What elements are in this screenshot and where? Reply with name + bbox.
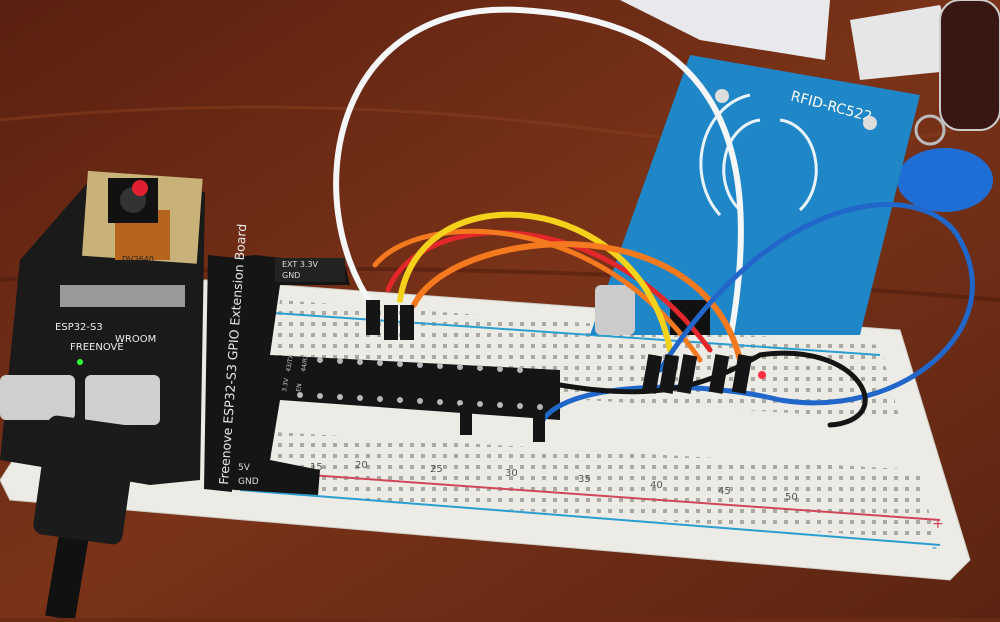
camera-label: DV2640	[122, 255, 154, 264]
rfid-rc522-module: RFID-RC522	[590, 55, 920, 335]
pin-label: 3.3V	[281, 377, 290, 393]
pin-label: EN	[295, 383, 303, 392]
rail-mark-minus: -	[932, 540, 937, 556]
esp32-s3-board: DV2640 ESP32-S3 WROOM FREENOVE	[0, 170, 205, 485]
power-5v-label: 5V	[238, 463, 251, 473]
bb-num: 40	[650, 480, 663, 491]
rfid-key-fob	[897, 148, 993, 212]
rail-mark-plus: +	[932, 516, 944, 532]
pin-label: 44/RX	[300, 353, 310, 372]
pin-label: 43/TX	[285, 354, 295, 372]
wire-black	[462, 350, 868, 428]
wire-white	[333, 6, 744, 343]
wire-yellow	[397, 211, 673, 353]
board-label-freenove: FREENOVE	[70, 342, 124, 353]
bb-num: 35	[578, 474, 591, 485]
board-label-esp32s3: ESP32-S3	[55, 322, 103, 333]
bb-num: 50	[785, 492, 798, 503]
ext-gnd-label: GND	[282, 271, 300, 280]
bb-num: 15	[310, 462, 323, 473]
gpio-extension-board: EXT 3.3V GND 5V GND 43/TX 44/RX 3.3V EN	[205, 255, 560, 495]
board-label-wroom: WROOM	[115, 334, 156, 345]
jumper-connectors	[366, 300, 753, 442]
wire-orange-2	[411, 241, 743, 363]
ext-3v3-label: EXT 3.3V	[282, 260, 319, 269]
bb-num: 30	[505, 468, 518, 479]
power-gnd-label: GND	[238, 477, 259, 487]
bb-num: 25	[430, 464, 443, 475]
bb-num: 20	[355, 460, 368, 471]
bb-num: 45	[718, 486, 731, 497]
paper-note	[620, 0, 830, 60]
glass-cup	[939, 0, 1000, 131]
